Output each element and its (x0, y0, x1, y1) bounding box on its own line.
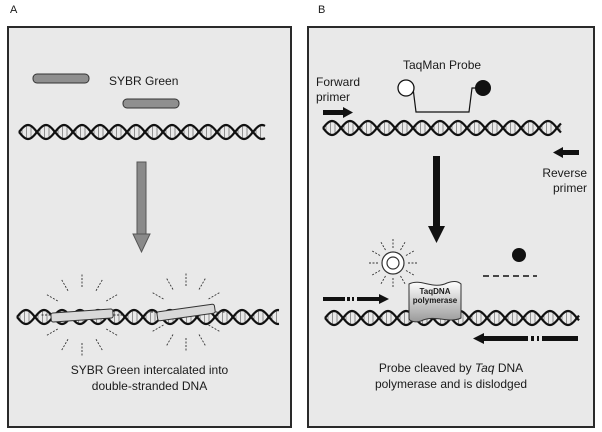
taq-polymerase-enzyme (408, 280, 462, 323)
panel-b-caption: Probe cleaved by Taq DNA polymerase and … (309, 360, 593, 392)
dna-double-helix-top (18, 123, 266, 141)
fluorescence-ray (95, 278, 104, 291)
fluorescence-ray (400, 241, 406, 251)
forward-primer-label-line-2: primer (316, 90, 351, 104)
fluorescence-ray (405, 270, 415, 276)
panel-b-artwork (322, 79, 580, 344)
down-arrow-gray (132, 161, 151, 254)
sybr-green-bar-1 (32, 73, 90, 84)
reporter-dye-icon (397, 79, 415, 97)
fluorescence-ray (380, 275, 386, 285)
fluorescence-ray (151, 291, 164, 300)
dna-double-helix-top (322, 119, 562, 137)
fluorescence-ray (400, 275, 406, 285)
extending-forward-strand (323, 294, 389, 304)
dna-strand (322, 119, 562, 137)
panel-a-caption-line-1: SYBR Green intercalated into (70, 363, 229, 377)
fluorescence-ray (165, 334, 174, 347)
panel-a-sybr-green: SYBR Green SYBR Green intercalated into … (7, 26, 292, 428)
caption-text-post: DNA (494, 361, 524, 375)
fluorescence-ray (371, 250, 381, 256)
caption-text-pre: Probe cleaved by (378, 361, 475, 375)
fluorescence-ray (380, 241, 386, 251)
panel-a-caption: SYBR Green intercalated into double-stra… (9, 362, 290, 394)
reverse-primer-label: Reverse primer (537, 166, 587, 196)
down-arrow-black (428, 156, 445, 243)
reverse-primer-label-line-2: primer (552, 181, 587, 195)
fluorescence-rays-right (146, 272, 226, 352)
fluorescence-ray (208, 324, 221, 333)
taq-polymerase-label-line-2: polymerase (412, 296, 458, 305)
fluorescence-ray (405, 250, 415, 256)
released-quencher-dye (512, 248, 526, 262)
taqman-probe-linker (406, 87, 480, 113)
panel-a-letter: A (10, 4, 18, 16)
fluorescence-ray (198, 277, 207, 290)
fluorescence-ray (45, 293, 58, 302)
fluorescence-ray (151, 324, 164, 333)
fluorescence-ray (371, 270, 381, 276)
fluorescence-ray (45, 328, 58, 337)
panel-a-artwork (16, 73, 280, 357)
fluorescence-ray (165, 277, 174, 290)
forward-primer-label: Forward primer (316, 75, 360, 105)
reverse-primer-label-line-1: Reverse (542, 166, 587, 180)
intercalated-dye-left (50, 308, 114, 323)
dna-strand (18, 123, 266, 141)
sybr-green-label: SYBR Green (109, 74, 179, 88)
released-reporter-dye (369, 239, 417, 287)
dna-strand (16, 308, 280, 326)
fluorescence-ray (95, 339, 104, 352)
taq-polymerase-label-line-1: TaqDNA (419, 287, 451, 296)
caption-text-taq: Taq (474, 361, 495, 375)
quencher-dye-icon (475, 80, 491, 96)
forward-primer-arrow (323, 107, 353, 118)
taqman-probe-label: TaqMan Probe (403, 58, 482, 72)
panel-b-letter: B (318, 4, 326, 16)
panel-b-caption-line-1: Probe cleaved by Taq DNA (309, 360, 593, 376)
fluorescence-ray (106, 328, 119, 337)
fluorescence-ray (60, 278, 69, 291)
fluorescence-ray (208, 291, 221, 300)
fluorescence-rays-left (40, 273, 124, 357)
fluorescence-ray (106, 293, 119, 302)
panel-b-caption-line-2: polymerase and is dislodged (374, 377, 528, 391)
intercalated-dye-right (156, 303, 216, 322)
reverse-primer-arrow (553, 147, 579, 158)
dna-strand (18, 123, 266, 141)
panel-a-caption-line-2: double-stranded DNA (91, 379, 208, 393)
panel-b-taqman: TaqMan Probe Forward primer Reverse prim… (307, 26, 595, 428)
sybr-green-bar-2 (122, 98, 180, 109)
fluorescence-ray (60, 339, 69, 352)
forward-primer-label-line-1: Forward (316, 75, 361, 89)
extending-reverse-strand (473, 333, 578, 344)
taq-polymerase-label: TaqDNA polymerase (410, 287, 460, 305)
fluorescence-ray (198, 334, 207, 347)
